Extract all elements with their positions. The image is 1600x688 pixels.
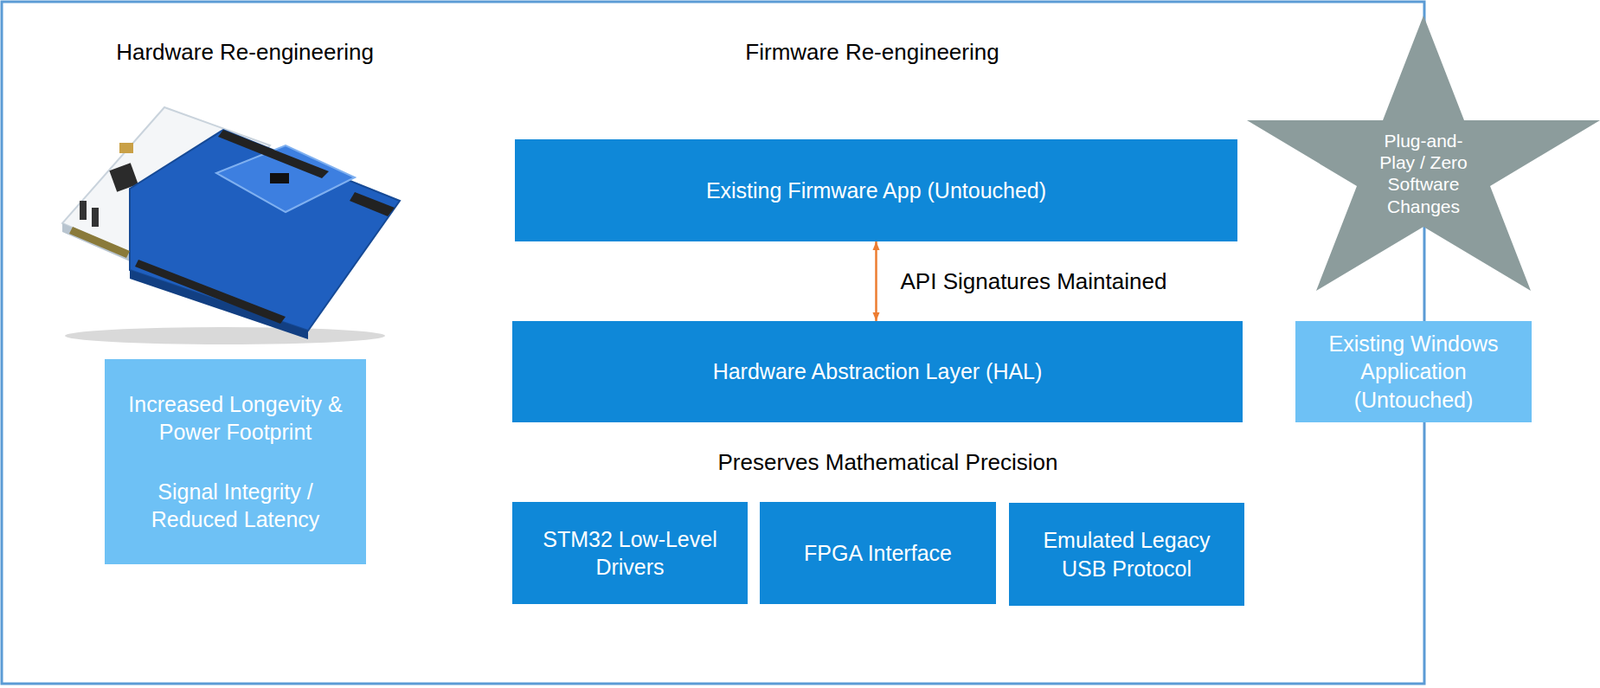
box-text: Existing Windows Application (Untouched) [1304,329,1523,415]
shield-edge [129,269,309,340]
benefit-star: Plug-and-Play / Zero Software Changes [1246,15,1600,293]
double-arrow [874,241,878,322]
edge-label: API Signatures Maintained [900,268,1168,296]
sensor-chip [269,173,290,184]
section-heading: Preserves Mathematical Precision [717,449,1058,476]
shield-board [129,129,400,331]
app-box: Existing Firmware App (Untouched) [514,139,1238,242]
driver-box: STM32 Low-Level Drivers [512,501,748,605]
box-text: Hardware Abstraction Layer (HAL) [713,357,1043,386]
section-heading: Firmware Re-engineering [745,38,999,66]
box-text: Existing Firmware App (Untouched) [706,176,1047,206]
hal-box: Hardware Abstraction Layer (HAL) [512,321,1243,423]
usb-port [119,142,134,154]
box-text: Emulated Legacy USB Protocol [1019,526,1234,583]
jumper [91,207,99,227]
star-text-holder: Plug-and-Play / Zero Software Changes [1368,129,1479,218]
box-text: Signal Integrity / Reduced Latency [122,477,349,534]
star-shape [1246,15,1600,291]
frame-rect [1,1,1425,684]
box-text: FPGA Interface [803,539,952,568]
box-text: Increased Longevity & Power Footprint [122,390,349,447]
pin-header [134,259,286,324]
pin-header [218,129,329,179]
pin-row [69,226,130,258]
app-box: Existing Windows Application (Untouched) [1295,321,1532,423]
section-heading: Hardware Re-engineering [115,38,374,66]
star-text: Plug-and-Play / Zero Software Changes [1368,129,1479,218]
board-shadow [64,327,386,345]
jumper [79,200,87,220]
protocol-box: Emulated Legacy USB Protocol [1008,502,1245,606]
pin-header [349,192,395,217]
interface-box: FPGA Interface [759,501,996,605]
feature-box: Increased Longevity & Power FootprintSig… [104,359,367,565]
box-text: STM32 Low-Level Drivers [522,525,738,582]
